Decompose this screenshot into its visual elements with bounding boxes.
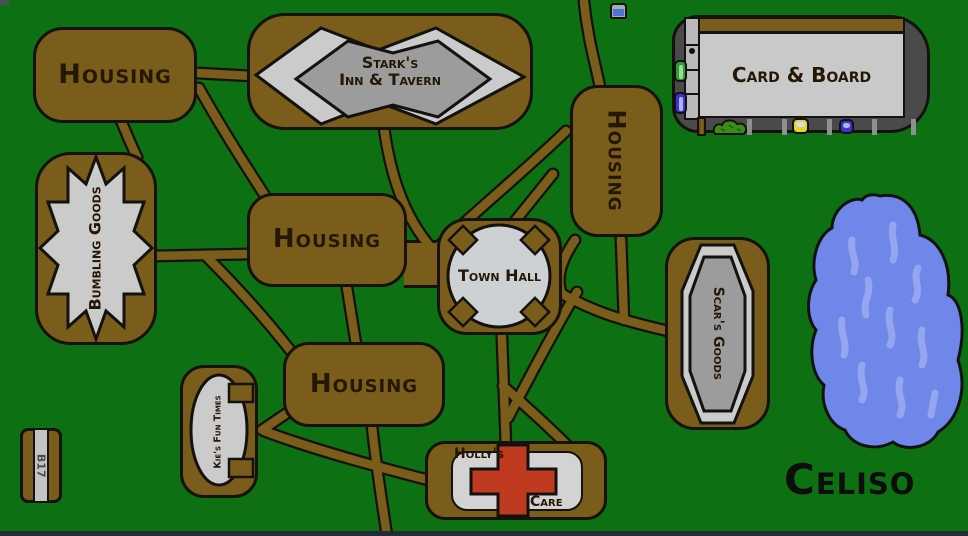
kies-fun-times-block[interactable]: Kie's Fun Times — [180, 365, 258, 498]
door-handle-dot — [689, 48, 695, 54]
scars-hexagon-shape — [680, 243, 755, 425]
parked-car-green-icon — [674, 60, 687, 82]
parking-divider — [782, 119, 787, 135]
hollys-care-label-bottom: Care — [530, 494, 563, 510]
scars-goods-block[interactable]: Scar's Goods — [665, 237, 770, 430]
water-ripples — [838, 221, 939, 419]
kies-oval-shape — [189, 373, 255, 487]
housing-mid-block[interactable]: Housing — [247, 193, 407, 287]
starks-inn-block[interactable]: Stark's Inn & Tavern — [247, 13, 533, 130]
starks-inn-label-line1: Stark's — [361, 52, 419, 72]
housing-nw-label: Housing — [58, 58, 172, 90]
shop-building: Card & Board — [698, 32, 905, 118]
bottom-edge-strip — [0, 531, 968, 536]
route-sign-stripe — [33, 430, 49, 501]
parking-divider — [911, 119, 916, 135]
parked-car-blue-icon — [839, 119, 854, 134]
housing-east-label: Housing — [603, 109, 632, 213]
housing-mid-label: Housing — [272, 224, 382, 255]
flower-box-icon — [697, 117, 706, 136]
parking-divider — [827, 119, 832, 135]
parking-divider — [872, 119, 877, 135]
card-and-board-block[interactable]: Card & Board — [672, 15, 930, 136]
parked-car-yellow-icon — [792, 118, 809, 134]
hollys-care-block[interactable]: Holly's Care — [425, 441, 607, 520]
housing-nw-block[interactable]: Housing — [33, 27, 197, 123]
housing-south-label: Housing — [309, 368, 419, 399]
card-and-board-label: Card & Board — [731, 62, 872, 87]
kies-fun-times-label: Kie's Fun Times — [213, 394, 225, 469]
hollys-care-label-top: Holly's — [454, 446, 505, 462]
housing-south-block[interactable]: Housing — [283, 342, 445, 427]
corner-pixel-artifact — [0, 0, 9, 5]
scars-goods-label: Scar's Goods — [709, 286, 726, 381]
town-hall-block[interactable]: Town Hall — [437, 218, 562, 335]
well-icon — [610, 3, 627, 19]
well-water — [613, 9, 624, 16]
lake — [807, 193, 964, 449]
medical-cross-icon — [469, 444, 558, 517]
inn-diamond-shape — [253, 26, 528, 126]
town-name-title: Celiso — [784, 455, 916, 504]
bumbling-goods-block[interactable]: Bumbling Goods — [35, 152, 157, 345]
town-hall-label: Town Hall — [457, 266, 542, 286]
housing-east-block[interactable]: Housing — [570, 85, 663, 237]
parking-divider — [747, 119, 752, 135]
bumbling-goods-label: Bumbling Goods — [85, 186, 105, 311]
parked-car-blue-left-icon — [674, 92, 687, 114]
starks-inn-label-line2: Inn & Tavern — [339, 69, 441, 89]
shop-roof — [698, 17, 905, 33]
starburst-shape — [38, 155, 154, 342]
route-sign-b17[interactable]: B17 — [20, 428, 62, 503]
town-hall-rotunda-shape — [446, 223, 552, 329]
bush-icon — [712, 119, 747, 135]
route-sign-label: B17 — [34, 453, 48, 478]
